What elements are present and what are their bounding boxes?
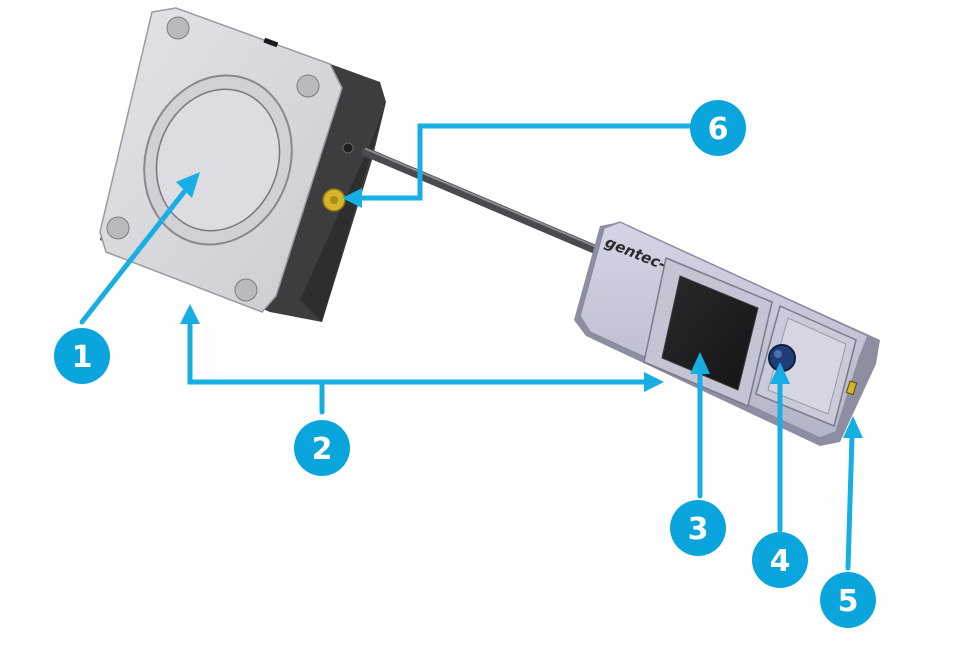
callout-5: 5 xyxy=(820,572,876,628)
arrow-2-head-right xyxy=(644,372,664,392)
arrow-2-head-up xyxy=(180,304,200,324)
sensor-head xyxy=(99,7,386,322)
callout-4: 4 xyxy=(752,532,808,588)
callout-6-circle xyxy=(690,100,746,156)
callout-2-label: 2 xyxy=(312,432,333,467)
callout-3-circle xyxy=(670,500,726,556)
side-hole xyxy=(342,142,354,154)
arrow-6-line xyxy=(357,123,693,201)
callout-3-label: 3 xyxy=(688,512,709,547)
screw-top-left xyxy=(166,16,190,40)
arrow-1-head xyxy=(176,172,200,198)
callout-5-circle xyxy=(820,572,876,628)
screw-bottom-left xyxy=(106,216,130,240)
arrow-5-head xyxy=(843,416,863,438)
callout-6: 6 xyxy=(690,100,746,156)
callout-4-circle xyxy=(752,532,808,588)
callout-4-label: 4 xyxy=(770,544,791,579)
cable xyxy=(361,147,611,259)
screw-top-right xyxy=(296,74,320,98)
callout-5-label: 5 xyxy=(838,584,859,619)
callout-2-circle xyxy=(294,420,350,476)
arrow-1-line xyxy=(79,189,187,325)
callout-1-circle xyxy=(54,328,110,384)
sensor-aperture xyxy=(155,88,281,232)
arrow-6-head xyxy=(342,188,362,208)
callout-3: 3 xyxy=(670,500,726,556)
usb-port xyxy=(845,380,858,396)
cable-highlight xyxy=(365,148,607,252)
top-notch xyxy=(263,37,279,48)
arrow-4-head xyxy=(770,362,790,384)
screw-bottom-right xyxy=(234,278,258,302)
arrow-2-line xyxy=(187,317,647,385)
callout-1: 1 xyxy=(54,328,110,384)
display-unit: gentec-eo xyxy=(574,221,880,446)
callout-6-label: 6 xyxy=(708,112,729,147)
display-screen xyxy=(661,275,759,391)
connector-port-center xyxy=(330,196,338,204)
sensor-head-side-shade xyxy=(300,102,386,322)
callout-2: 2 xyxy=(294,420,350,476)
round-button-shine xyxy=(774,350,782,358)
arrow-3-head xyxy=(690,352,710,374)
callout-1-label: 1 xyxy=(72,340,93,375)
arrow-5-line xyxy=(845,433,855,571)
callout-arrows xyxy=(79,123,863,571)
